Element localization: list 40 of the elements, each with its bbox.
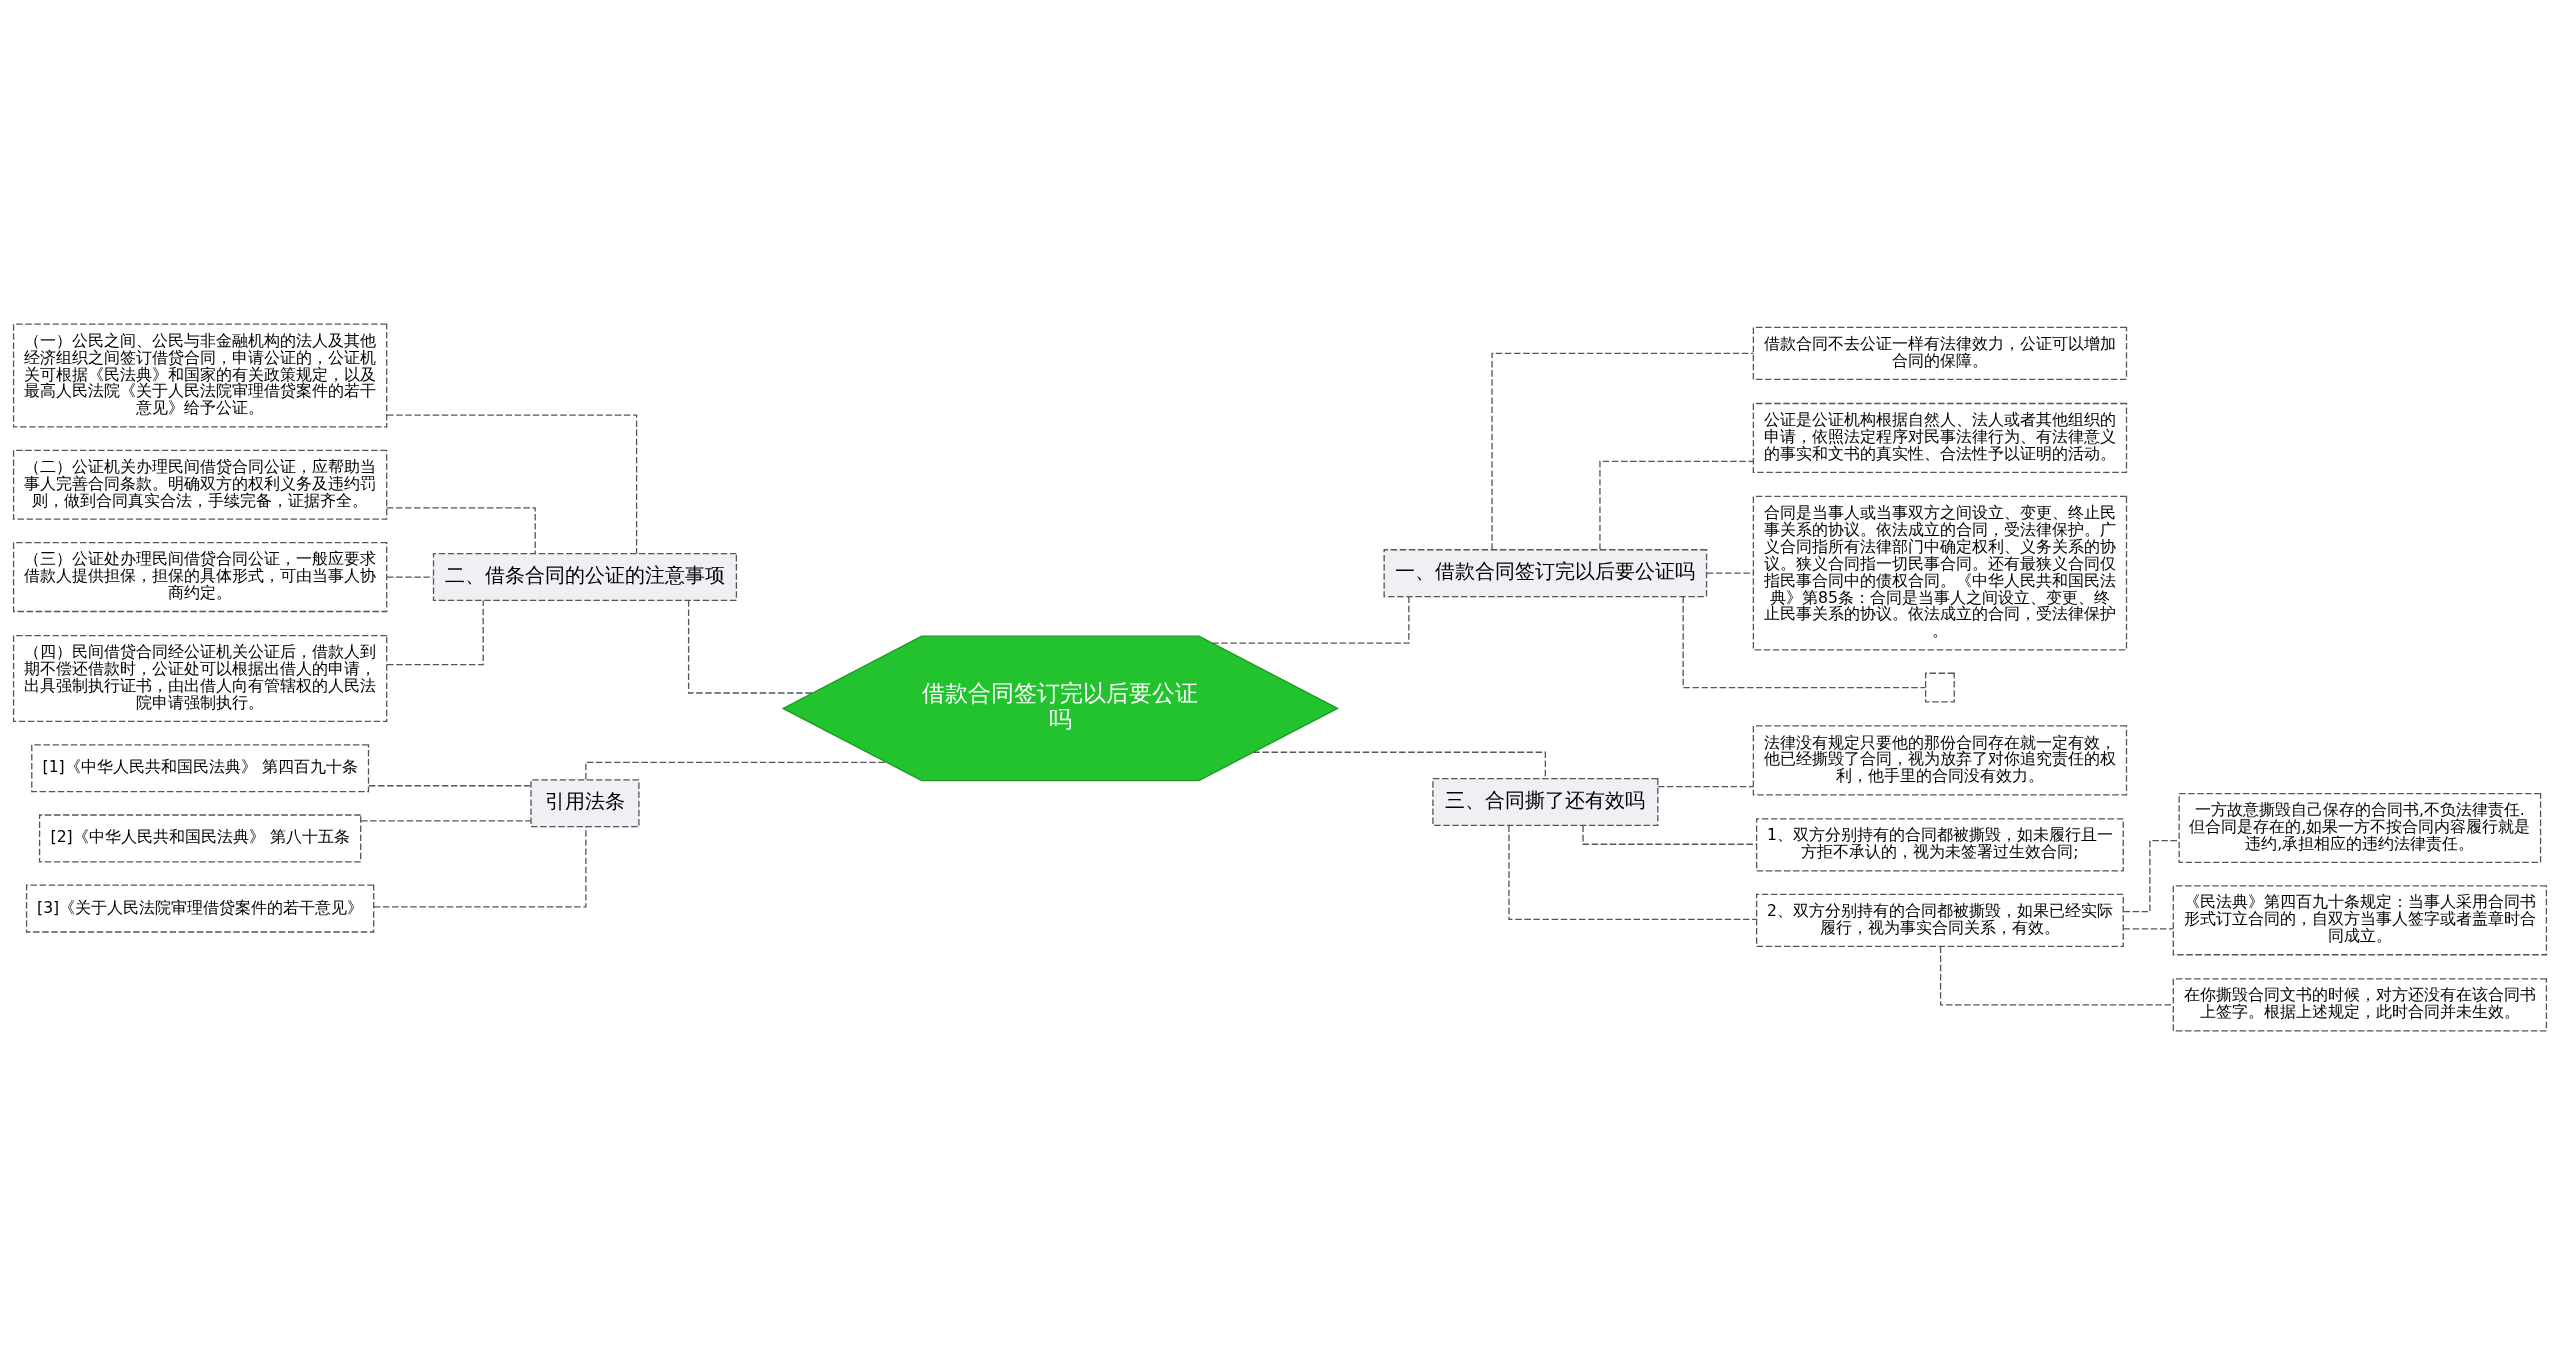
- node-box: 合同是当事人或当事双方之间设立、变更、终止民事关系的协议。依法成立的合同，受法律保护。广义合同指所有法律部门中确定权利、义务关系的协议。狭义合同指一切民事合同。还有最狭义合同仅指民事合同中的债权合同。《中华人民共和国民法典》第85条：合同是当事人之间设立、变更、终止民事关系的协议。依法成立的合同，受法律保护。: [1752, 495, 2128, 651]
- node-box: 引用法条: [530, 779, 640, 828]
- connector: [1657, 786, 1754, 788]
- connector: [585, 761, 887, 781]
- connector: [687, 599, 813, 694]
- connector: [1508, 825, 1758, 921]
- node-box: [3]《关于人民法院审理借贷案件的若干意见》: [25, 884, 375, 933]
- node-box: （三）公证处办理民间借贷合同公证，一般应要求借款人提供担保，担保的具体形式，可由当事人协商约定。: [12, 541, 388, 613]
- node-box: 《民法典》第四百九十条规定：当事人采用合同书形式订立合同的，自双方当事人签字或者盖章时合同成立。: [2172, 885, 2548, 956]
- node-box: [1925, 672, 1955, 703]
- connector: [2122, 928, 2174, 930]
- connector: [1682, 596, 1927, 689]
- node-box: 1、双方分别持有的合同都被撕毁，如未履行且一方拒不承认的，视为未签署过生效合同;: [1755, 818, 2124, 872]
- connector: [386, 414, 638, 555]
- node-box: 一方故意撕毁自己保存的合同书,不负法律责任.但合同是存在的,如果一方不按合同内容履行就是违约,承担相应的违约法律责任。: [2178, 792, 2542, 864]
- connector: [1939, 945, 2174, 1006]
- node-box: （二）公证机关办理民间借贷合同公证，应帮助当事人完善合同条款。明确双方的权利义务及违约罚则，做到合同真实合法，手续完备，证据齐全。: [12, 449, 388, 520]
- connector: [2122, 840, 2180, 913]
- node-box: 借款合同不去公证一样有法律效力，公证可以增加合同的保障。: [1752, 326, 2128, 381]
- connector: [360, 820, 532, 822]
- connector: [1599, 460, 1754, 551]
- node-box: [1]《中华人民共和国民法典》 第四百九十条: [31, 744, 370, 793]
- node-box: 在你撕毁合同文书的时候，对方还没有在该合同书上签字。根据上述规定，此时合同并未生效。: [2172, 978, 2548, 1032]
- connector: [373, 826, 587, 908]
- node-box: 2、双方分别持有的合同都被撕毁，如果已经实际履行，视为事实合同关系，有效。: [1755, 893, 2124, 947]
- node-box: 法律没有规定只要他的那份合同存在就一定有效，他已经撕毁了合同，视为放弃了对你追究责任的权利，他手里的合同没有效力。: [1752, 725, 2128, 796]
- connector: [1706, 572, 1754, 574]
- connector: [386, 507, 536, 555]
- node-box: 公证是公证机构根据自然人、法人或者其他组织的申请，依照法定程序对民事法律行为、有法律意义的事实和文书的真实性、合法性予以证明的活动。: [1752, 402, 2128, 474]
- node-box: [2]《中华人民共和国民法典》 第八十五条: [38, 814, 362, 863]
- node-box: 三、合同撕了还有效吗: [1432, 777, 1659, 827]
- node-box: 二、借条合同的公证的注意事项: [432, 553, 738, 602]
- connector: [386, 599, 484, 666]
- node-box: 一、借款合同签订完以后要公证吗: [1383, 549, 1708, 598]
- node-box: （四）民间借贷合同经公证机关公证后，借款人到期不偿还借款时，公证处可以根据出借人的申请，出具强制执行证书，由出借人向有管辖权的人民法院申请强制执行。: [12, 634, 388, 723]
- connector: [386, 576, 434, 578]
- connector: [368, 785, 532, 787]
- connector: [1491, 352, 1754, 551]
- connector: [1211, 596, 1410, 644]
- node-box: （一）公民之间、公民与非金融机构的法人及其他经济组织之间签订借贷合同，申请公证的，公证机关可根据《民法典》和国家的有关政策规定，以及最高人民法院《关于人民法院审理借贷案件的若干意见》给予公证。: [12, 323, 388, 428]
